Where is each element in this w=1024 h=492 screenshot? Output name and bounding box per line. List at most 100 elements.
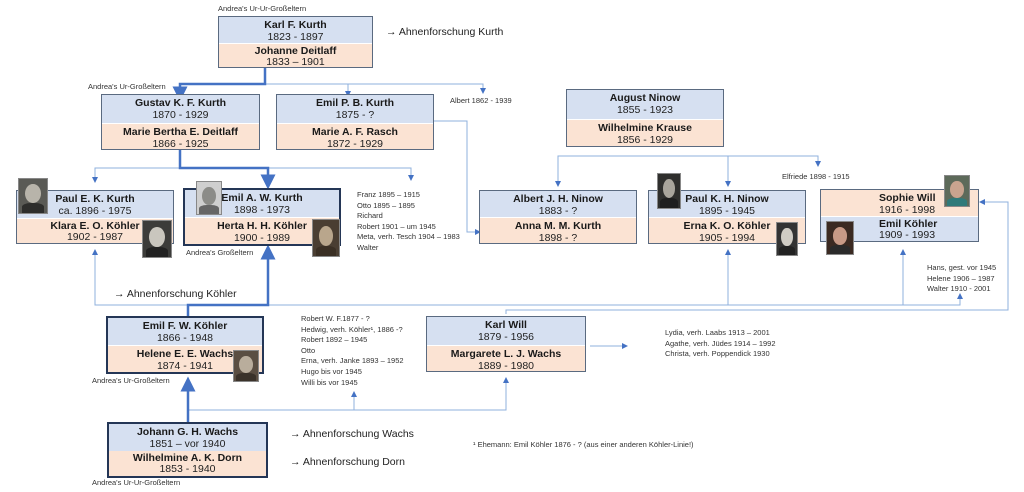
line-gustav-emilaw [178, 150, 276, 190]
photo-helene-wachs[interactable] [233, 350, 259, 382]
person-emil-pb-kurth[interactable]: Emil P. B. Kurth 1875 - ? [277, 95, 433, 123]
person-name: Helene E. E. Wachs [136, 348, 234, 360]
list-item: Willi bis vor 1945 [301, 377, 358, 387]
link-ahnenforschung-dorn[interactable]: → Ahnenforschung Dorn [290, 456, 405, 468]
list-item: Lydia, verh. Laabs 1913 – 2001 [665, 328, 770, 337]
line-karl-albert [348, 83, 486, 94]
line-gustav-paulek [92, 167, 180, 183]
shoulders-icon [21, 203, 45, 213]
person-gustav-kurth[interactable]: Gustav K. F. Kurth 1870 - 1929 [102, 95, 259, 123]
face-icon [832, 227, 848, 246]
person-wilhelmine-krause[interactable]: Wilhelmine Krause 1856 - 1929 [567, 119, 723, 146]
line-johann-margarete [354, 377, 509, 411]
couple-karlwill-margarete[interactable]: Karl Will 1879 - 1956 Margarete L. J. Wa… [426, 316, 586, 372]
person-years: 1916 - 1998 [879, 204, 936, 216]
person-years: 1855 - 1923 [616, 104, 674, 116]
photo-erna-koehler[interactable] [776, 222, 798, 256]
list-item: Hans, gest. vor 1945 [927, 263, 997, 272]
list-item: Robert 1892 – 1945 [301, 335, 368, 345]
shoulders-icon [145, 246, 169, 257]
couple-albertjh-anna[interactable]: Albert J. H. Ninow 1883 - ? Anna M. M. K… [479, 190, 637, 244]
person-name: Paul K. H. Ninow [685, 193, 769, 205]
person-years: 1898 - 1973 [233, 204, 291, 216]
line-koehler-erna [268, 249, 731, 306]
person-years: 1905 - 1994 [698, 232, 756, 244]
photo-paul-ek-kurth[interactable] [18, 178, 48, 214]
list-item: Hugo bis vor 1945 [301, 366, 362, 376]
couple-johann-wilhelmine[interactable]: Johann G. H. Wachs 1851 – vor 1940 Wilhe… [107, 422, 268, 478]
list-item: Hedwig, verh. Köhler¹, 1886 -? [301, 324, 403, 334]
list-item: Robert 1901 – um 1945 [357, 221, 436, 231]
person-years: 1856 - 1929 [616, 134, 674, 146]
line-karl-emilpb [265, 83, 351, 97]
couple-sophie-emil[interactable]: Sophie Will 1916 - 1998 Emil Köhler 1909… [820, 189, 979, 242]
person-years: 1866 - 1925 [152, 138, 209, 150]
person-emil-fw-koehler[interactable]: Emil F. W. Köhler 1866 - 1948 [108, 318, 262, 345]
person-years: 1851 – vor 1940 [149, 438, 226, 450]
person-name: Johanne Deitlaff [254, 45, 337, 57]
person-august-ninow[interactable]: August Ninow 1855 - 1923 [567, 90, 723, 119]
link-ahnenforschung-koehler[interactable]: → Ahnenforschung Köhler [114, 288, 237, 300]
couple-august-wilhelmine[interactable]: August Ninow 1855 - 1923 Wilhelmine Krau… [566, 89, 724, 147]
list-item: Walter [357, 242, 379, 252]
couple-emilpb-marie[interactable]: Emil P. B. Kurth 1875 - ? Marie A. F. Ra… [276, 94, 434, 150]
person-name: Karl Will [485, 319, 527, 331]
person-years: 1900 - 1989 [233, 232, 291, 244]
photo-sophie-will[interactable] [944, 175, 970, 207]
person-karl-will[interactable]: Karl Will 1879 - 1956 [427, 317, 585, 345]
link-ahnenforschung-wachs[interactable]: → Ahnenforschung Wachs [290, 428, 414, 440]
person-name: Margarete L. J. Wachs [450, 348, 562, 360]
line-august-paulkh [643, 155, 731, 187]
person-years: 1898 - ? [538, 232, 578, 244]
photo-klara-koehler[interactable] [142, 220, 172, 258]
generation-label: Andrea's Ur-Großeltern [92, 376, 170, 385]
person-johanne-deitlaff[interactable]: Johanne Deitlaff 1833 – 1901 [219, 43, 372, 68]
list-item: Robert W. F.1877 - ? [301, 314, 370, 323]
line-johann-koehlerlist [188, 391, 357, 411]
person-years: 1872 - 1929 [326, 138, 384, 150]
person-years: 1866 - 1948 [156, 332, 214, 344]
person-albert-jh-ninow[interactable]: Albert J. H. Ninow 1883 - ? [480, 191, 636, 217]
link-ahnenforschung-kurth[interactable]: → Ahnenforschung Kurth [386, 26, 504, 38]
shoulders-icon [829, 245, 851, 254]
couple-paulkh-erna[interactable]: Paul K. H. Ninow 1895 - 1945 Erna K. O. … [648, 190, 806, 244]
couple-karl-johanne[interactable]: Karl F. Kurth 1823 - 1897 Johanne Deitla… [218, 16, 373, 68]
person-years: 1889 - 1980 [477, 360, 535, 372]
face-icon [662, 179, 676, 199]
shoulders-icon [315, 245, 337, 256]
list-item: Meta, verh. Tesch 1904 – 1983 [357, 232, 460, 242]
person-karl-kurth[interactable]: Karl F. Kurth 1823 - 1897 [219, 17, 372, 43]
person-years: 1833 – 1901 [266, 56, 325, 68]
person-name: Paul E. K. Kurth [55, 193, 135, 205]
couple-gustav-marie[interactable]: Gustav K. F. Kurth 1870 - 1929 Marie Ber… [101, 94, 260, 150]
list-item: Erna, verh. Janke 1893 – 1952 [301, 356, 404, 366]
person-years: 1874 - 1941 [156, 360, 214, 372]
shoulders-icon [199, 205, 219, 214]
list-item: Christa, verh. Poppendick 1930 [665, 349, 770, 359]
face-icon [202, 187, 216, 206]
sibling-elfriede: Elfriede 1898 - 1915 [782, 172, 850, 181]
person-name: Anna M. M. Kurth [514, 220, 602, 232]
photo-emil-aw-kurth[interactable] [196, 181, 222, 215]
line-emilpb-anna [434, 120, 481, 235]
line-karl-gustav [172, 68, 267, 102]
person-margarete-wachs[interactable]: Margarete L. J. Wachs 1889 - 1980 [427, 345, 585, 372]
person-years: 1895 - 1945 [698, 205, 756, 217]
person-wilhelmine-dorn[interactable]: Wilhelmine A. K. Dorn 1853 - 1940 [109, 451, 266, 476]
line-koehler-emil [728, 249, 906, 306]
sibling-list-koehler: Robert W. F.1877 - ? Hedwig, verh. Köhle… [301, 314, 404, 388]
person-johann-wachs[interactable]: Johann G. H. Wachs 1851 – vor 1940 [109, 424, 266, 451]
person-anna-kurth[interactable]: Anna M. M. Kurth 1898 - ? [480, 217, 636, 244]
person-marie-bertha-deitlaff[interactable]: Marie Bertha E. Deitlaff 1866 - 1925 [102, 123, 259, 150]
photo-emil-koehler[interactable] [826, 221, 854, 255]
person-name: Marie Bertha E. Deitlaff [123, 126, 238, 138]
person-years: 1909 - 1993 [879, 229, 936, 241]
person-name: Klara E. O. Köhler [50, 220, 140, 232]
person-marie-rasch[interactable]: Marie A. F. Rasch 1872 - 1929 [277, 123, 433, 150]
photo-paul-kh-ninow[interactable] [657, 173, 681, 209]
line-will-sophie [505, 199, 1009, 314]
generation-label: Andrea's Ur-Großeltern [88, 82, 166, 91]
photo-herta-koehler[interactable] [312, 219, 340, 257]
face-icon [950, 180, 964, 198]
